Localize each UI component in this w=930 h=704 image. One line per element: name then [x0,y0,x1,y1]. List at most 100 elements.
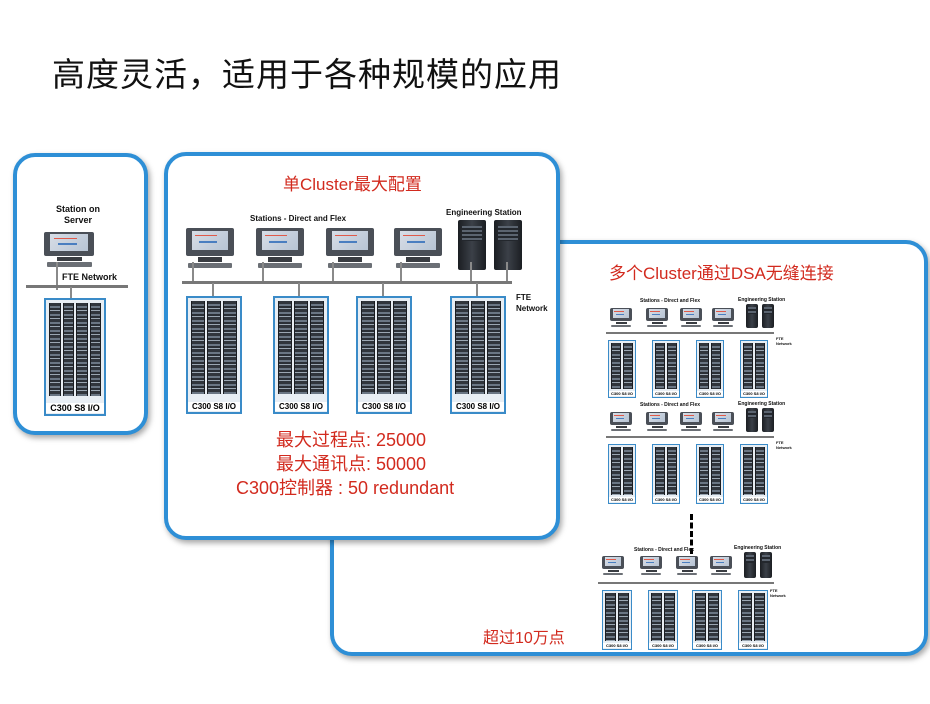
operator-station-icon [646,412,668,432]
operator-station-icon [712,308,734,328]
station-drop-line [332,262,334,284]
operator-station-icon [610,412,632,432]
operator-station-icon [602,556,624,576]
c300-io-cabinet: C300 S8 I/O [740,444,768,504]
cabinet-label: C300 S8 I/O [609,391,635,396]
cabinet-label: C300 S8 I/O [741,391,767,396]
cluster-group-1: Stations - Direct and Flex Engineering S… [600,296,800,400]
engineering-station-label: Engineering Station [738,401,786,407]
engineering-server-icon [762,304,774,328]
engineering-station-label: Engineering Station [734,545,782,551]
cabinet-label: C300 S8 I/O [653,497,679,502]
engineering-station-label: Engineering Station [446,208,522,217]
stations-label: Stations - Direct and Flex [250,214,347,223]
server-station-icon [44,232,94,268]
cabinet-label: C300 S8 I/O [46,403,104,413]
cabinet-label: C300 S8 I/O [649,643,677,648]
operator-station-icon [680,308,702,328]
fte-network-label: FTE Network [770,588,786,598]
stations-label: Stations - Direct and Flex [634,547,695,553]
cabinet-label: C300 S8 I/O [739,643,767,648]
engineering-server-icon [762,408,774,432]
station-on-server-label: Station on Server [56,204,100,225]
operator-station-icon [256,228,304,270]
fte-network-line [26,285,128,288]
fte-network-label: FTE Network [516,293,548,313]
c300-controllers: C300控制器 : 50 redundant [236,478,455,498]
c300-io-cabinet: C300 S8 I/O [696,444,724,504]
operator-station-icon [680,412,702,432]
max-process-points: 最大过程点: 25000 [276,430,427,450]
cabinet-drop-line [382,283,384,299]
fte-network-line [606,332,774,334]
stations-label: Stations - Direct and Flex [640,298,701,304]
station-drop-line [192,262,194,284]
cabinet-drop-line [476,283,478,299]
operator-station-icon [712,412,734,432]
c300-io-cabinet: C300 S8 I/O [652,444,680,504]
c300-io-cabinet: C300 S8 I/O [450,296,506,414]
operator-station-icon [676,556,698,576]
engineering-server-icon [746,408,758,432]
single-cluster-heading: 单Cluster最大配置 [283,175,422,194]
multi-cluster-heading: 多个Cluster通过DSA无缝连接 [609,264,834,283]
c300-io-cabinet: C300 S8 I/O [273,296,329,414]
fte-network-label: FTE Network [62,272,118,282]
operator-station-icon [186,228,234,270]
station-drop-line [400,262,402,284]
engineering-server-icon [494,220,522,270]
station-drop-line [470,262,472,284]
max-comm-points: 最大通讯点: 50000 [276,454,427,474]
c300-io-cabinet: C300 S8 I/O [356,296,412,414]
operator-station-icon [326,228,374,270]
cabinet-label: C300 S8 I/O [741,497,767,502]
fte-network-line [598,582,774,584]
c300-io-cabinet: C300 S8 I/O [740,340,768,398]
operator-station-icon [394,228,442,270]
cabinet-label: C300 S8 I/O [452,402,504,411]
engineering-station-label: Engineering Station [738,297,786,303]
cabinet-label: C300 S8 I/O [609,497,635,502]
cabinet-label: C300 S8 I/O [653,391,679,396]
operator-station-icon [710,556,732,576]
engineering-server-icon [744,552,756,578]
cabinet-drop-line [298,283,300,299]
fte-network-line [182,281,512,284]
over-100k-points-label: 超过10万点 [483,630,565,647]
fte-network-line [606,436,774,438]
engineering-server-icon [746,304,758,328]
cabinet-label: C300 S8 I/O [275,402,327,411]
station-drop-line [262,262,264,284]
station-drop-line [56,262,58,290]
operator-station-icon [646,308,668,328]
c300-io-cabinet: C300 S8 I/O [186,296,242,414]
stations-label: Stations - Direct and Flex [640,402,701,408]
c300-io-cabinet: C300 S8 I/O [738,590,768,650]
c300-io-cabinet: C300 S8 I/O [608,340,636,398]
cabinet-label: C300 S8 I/O [697,391,723,396]
ellipsis-dashed-line [690,514,693,554]
station-drop-line [506,262,508,284]
c300-io-cabinet: C300 S8 I/O [602,590,632,650]
page-title: 高度灵活，适用于各种规模的应用 [52,55,562,94]
c300-io-cabinet: C300 S8 I/O [692,590,722,650]
c300-io-cabinet: C300 S8 I/O [696,340,724,398]
c300-io-cabinet: C300 S8 I/O [608,444,636,504]
engineering-server-icon [760,552,772,578]
engineering-server-icon [458,220,486,270]
cabinet-label: C300 S8 I/O [697,497,723,502]
operator-station-icon [640,556,662,576]
fte-network-label: FTE Network [776,440,792,450]
cabinet-label: C300 S8 I/O [603,643,631,648]
cluster-group-2: Stations - Direct and Flex Engineering S… [600,400,800,506]
c300-io-cabinet: C300 S8 I/O [44,298,106,416]
cabinet-label: C300 S8 I/O [188,402,240,411]
cabinet-drop-line [212,283,214,299]
operator-station-icon [610,308,632,328]
cabinet-drop-line [70,287,72,301]
cabinet-label: C300 S8 I/O [358,402,410,411]
c300-io-cabinet: C300 S8 I/O [648,590,678,650]
cabinet-label: C300 S8 I/O [693,643,721,648]
c300-io-cabinet: C300 S8 I/O [652,340,680,398]
fte-network-label: FTE Network [776,336,792,346]
